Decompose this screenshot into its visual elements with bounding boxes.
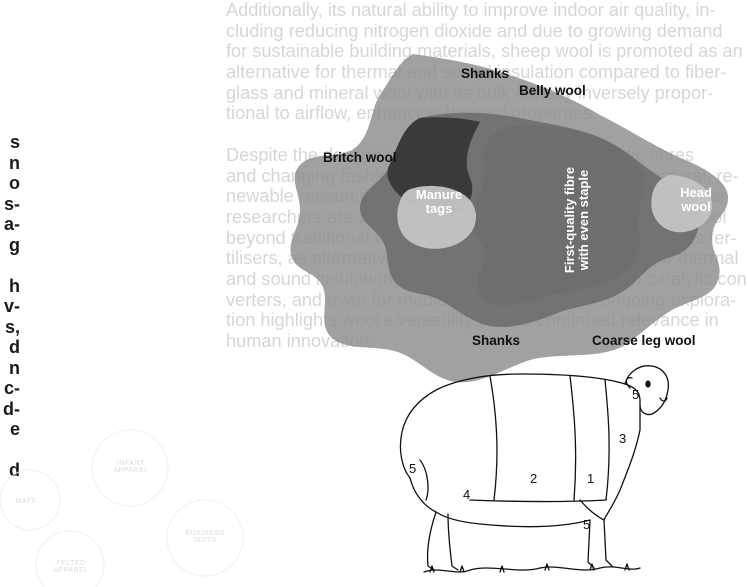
divider-4-2: [490, 376, 497, 500]
divider-5a: [420, 460, 428, 500]
sheep-belly: [436, 512, 590, 527]
divider-bottom: [470, 500, 606, 502]
region-number-4: 4: [463, 487, 470, 502]
region-number-5-head: 5: [632, 387, 639, 402]
region-number-1: 1: [587, 471, 594, 486]
region-number-2: 2: [530, 471, 537, 486]
sheep-front-leg: [588, 520, 612, 568]
region-number-3: 3: [619, 431, 626, 446]
divider-1-3: [605, 380, 609, 500]
region-number-5-belly: 5: [583, 517, 590, 532]
sheep-hind-leg: [427, 512, 458, 570]
divider-2-1: [570, 376, 576, 500]
sheep-body-outline: [400, 374, 640, 520]
sheep-rear: [410, 478, 436, 512]
region-number-5-rear: 5: [409, 461, 416, 476]
sheep-eye: [646, 381, 650, 387]
